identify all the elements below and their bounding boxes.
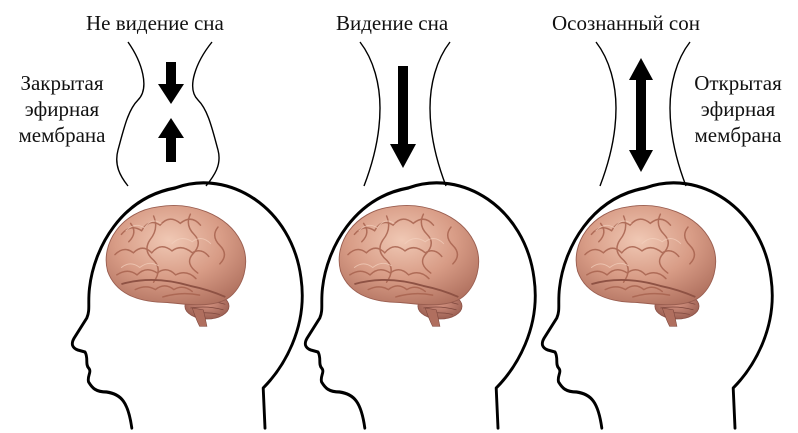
brain-image-3 xyxy=(576,206,715,327)
label-open-line3: мембрана xyxy=(680,122,796,148)
label-open-line1: Открытая xyxy=(680,70,796,96)
arrow-down-icon xyxy=(390,66,416,168)
label-closed-line3: мембрана xyxy=(2,122,122,148)
membrane-right-curve xyxy=(193,42,219,186)
label-closed-line1: Закрытая xyxy=(2,70,122,96)
membrane-right-curve xyxy=(430,42,450,186)
label-open-membrane: Открытая эфирная мембрана xyxy=(680,70,796,148)
brain-image-2 xyxy=(339,206,478,327)
arrow-up-icon xyxy=(158,118,184,162)
title-lucid-dream: Осознанный сон xyxy=(552,10,700,36)
membrane-left-curve xyxy=(596,42,616,186)
label-open-line2: эфирная xyxy=(680,96,796,122)
label-closed-line2: эфирная xyxy=(2,96,122,122)
brain-image-1 xyxy=(106,206,245,327)
label-closed-membrane: Закрытая эфирная мембрана xyxy=(2,70,122,148)
arrow-down-icon xyxy=(158,62,184,104)
title-dreaming: Видение сна xyxy=(336,10,448,36)
arrow-bidirectional-icon xyxy=(629,58,653,172)
membrane-left-curve xyxy=(360,42,380,186)
title-not-dreaming: Не видение сна xyxy=(86,10,224,36)
panel-dreaming xyxy=(305,42,535,428)
